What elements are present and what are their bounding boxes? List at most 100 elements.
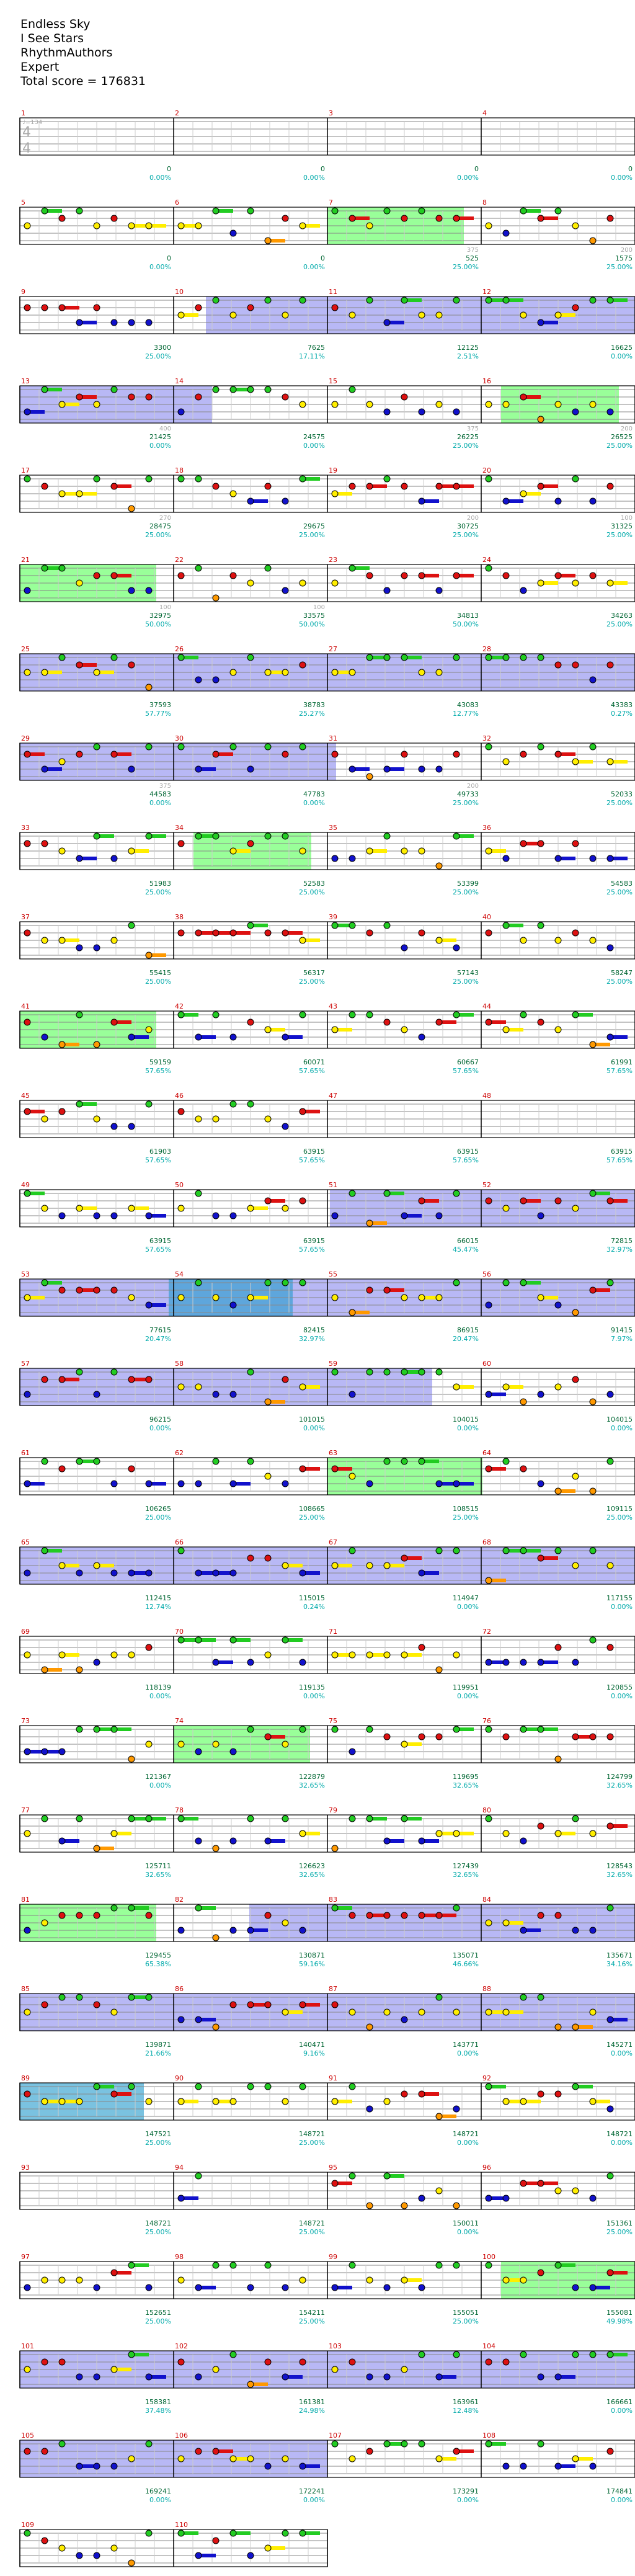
note	[58, 1376, 66, 1383]
note	[349, 2083, 356, 2090]
measure-score: 127439	[453, 1862, 479, 1870]
note	[145, 475, 153, 483]
note	[349, 1912, 356, 1919]
measure-percent: 25.27%	[299, 710, 325, 718]
note	[195, 1748, 202, 1755]
measure-score: 0	[167, 254, 171, 262]
note	[282, 215, 289, 222]
note	[520, 937, 527, 944]
note	[383, 1651, 391, 1659]
note	[331, 304, 339, 311]
measure-percent: 57.65%	[299, 1067, 325, 1075]
note	[76, 1569, 83, 1577]
note	[177, 1740, 185, 1748]
measure-number: 34	[175, 824, 184, 832]
note	[453, 2262, 460, 2269]
note	[212, 483, 220, 490]
note	[247, 579, 254, 587]
measure-percent: 0.00%	[149, 1424, 171, 1432]
note	[520, 1837, 527, 1845]
measure-number: 29	[21, 734, 30, 742]
measure-percent: 0.00%	[457, 2496, 479, 2504]
measure-score: 61903	[149, 1148, 171, 1156]
note	[229, 1837, 237, 1845]
measure-number: 39	[329, 913, 337, 921]
measure-number: 49	[21, 1181, 30, 1189]
note	[93, 2552, 100, 2559]
note	[331, 401, 339, 408]
note	[128, 1994, 135, 2001]
note	[58, 2098, 66, 2105]
note	[229, 2001, 237, 2008]
note	[554, 1644, 562, 1651]
note	[418, 1368, 425, 1376]
note	[589, 676, 597, 684]
note	[282, 311, 289, 319]
measure-score: 120855	[606, 1683, 633, 1691]
note	[58, 215, 66, 222]
note	[58, 1651, 66, 1659]
measure-number: 63	[329, 1449, 337, 1457]
chart-row	[19, 832, 635, 870]
note	[24, 304, 31, 311]
note	[128, 661, 135, 669]
measure-score: 0	[167, 165, 171, 173]
note	[229, 669, 237, 676]
note	[366, 2448, 373, 2455]
measure-score: 1575	[615, 254, 633, 262]
note	[502, 572, 510, 579]
note	[145, 393, 153, 401]
measure-score: 52583	[303, 880, 325, 888]
measure-number: 109	[21, 2521, 34, 2529]
note	[264, 2262, 272, 2269]
measure-number: 62	[175, 1449, 184, 1457]
measure-number: 10	[175, 288, 184, 296]
note	[349, 1748, 356, 1755]
note	[502, 1830, 510, 1837]
note	[520, 1547, 527, 1554]
note	[128, 1294, 135, 1301]
note	[366, 1286, 373, 1294]
measure-score: 148721	[299, 2219, 325, 2227]
measure-number: 6	[175, 198, 179, 207]
note	[177, 654, 185, 661]
measure-score: 148721	[606, 2130, 633, 2138]
note	[41, 2276, 48, 2284]
note	[331, 207, 339, 215]
measure-percent: 0.00%	[149, 174, 171, 182]
note	[247, 1368, 254, 1376]
measure-percent: 0.00%	[611, 2139, 633, 2147]
note	[502, 1733, 510, 1740]
note	[401, 2440, 408, 2448]
note	[264, 237, 272, 244]
note	[606, 2448, 614, 2455]
note	[435, 1212, 443, 1219]
note	[435, 2113, 443, 2120]
note	[177, 311, 185, 319]
note	[331, 1212, 339, 1219]
chart-row	[19, 2440, 635, 2478]
note	[282, 1376, 289, 1383]
note	[554, 2023, 562, 2031]
note	[485, 1815, 492, 1822]
chart-row	[19, 385, 635, 424]
measure-number: 71	[329, 1628, 337, 1636]
note	[435, 1018, 443, 1026]
note	[110, 572, 118, 579]
note	[58, 1748, 66, 1755]
note	[349, 215, 356, 222]
note	[76, 319, 83, 326]
note	[93, 1659, 100, 1666]
note	[435, 2187, 443, 2195]
note	[502, 2462, 510, 2470]
note	[76, 2462, 83, 2470]
measure-number: 46	[175, 1092, 184, 1100]
note	[401, 944, 408, 952]
song-header: Endless Sky I See Stars RhythmAuthors Ex…	[20, 17, 146, 89]
note	[145, 2373, 153, 2381]
chart-row	[19, 2261, 635, 2299]
note	[195, 222, 202, 230]
note	[418, 1458, 425, 1465]
note	[572, 1376, 579, 1383]
note	[572, 222, 579, 230]
